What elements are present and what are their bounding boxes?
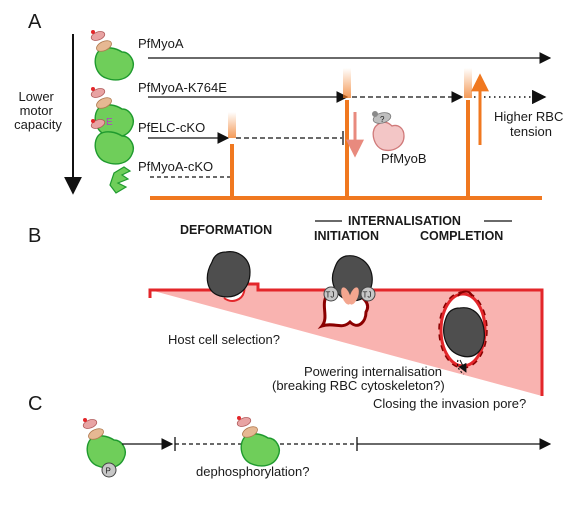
pfmyob-icon: ?: [372, 111, 405, 152]
deformation-heading: DEFORMATION: [180, 223, 272, 237]
y-axis-label: Lower motor capacity: [14, 89, 62, 132]
tight-junction-left-label: TJ: [326, 291, 335, 300]
internalisation-heading: INTERNALISATION: [348, 214, 461, 228]
pore-closing-arrow: [458, 359, 467, 373]
completion-glow: [464, 68, 472, 98]
row-label-pfmyoa-k764e: PfMyoA-K764E: [138, 80, 227, 95]
completion-heading: COMPLETION: [420, 229, 503, 243]
tight-junction-right-label: TJ: [363, 291, 372, 300]
initiation-rhoptry-right: [349, 287, 359, 305]
row-label-pfelc-cko: PfELC-cKO: [138, 120, 205, 135]
pfmyoa-k764e-myosin-icon: E: [89, 86, 134, 138]
invasion-pore-top: [457, 290, 473, 297]
tight-junction-right-icon: [360, 286, 376, 302]
closing-pore-caption: Closing the invasion pore?: [373, 396, 526, 411]
pfelc-cko-myosin-icon: [90, 119, 134, 165]
completion-parasite: [443, 307, 485, 358]
pfmyoa-cko-fragment-icon: [109, 166, 132, 194]
pfmyob-badge: ?: [380, 115, 385, 124]
phospho-badge-label: P: [106, 467, 111, 476]
phospho-badge-icon: [101, 462, 117, 478]
row-label-pfmyoa: PfMyoA: [138, 36, 184, 51]
row-label-pfmyoa-cko: PfMyoA-cKO: [138, 159, 213, 174]
deformation-glow: [228, 112, 236, 138]
powering-internalisation-caption: Powering internalisation: [304, 364, 442, 379]
initiation-heading: INITIATION: [314, 229, 379, 243]
dephosphorylation-caption: dephosphorylation?: [196, 464, 309, 479]
mutation-mark: E: [106, 117, 113, 128]
rbc-tension-label: Higher RBC tension: [494, 109, 567, 139]
host-cell-selection-caption: Host cell selection?: [168, 332, 280, 347]
deformation-parasite: [206, 251, 251, 298]
tight-junction-left-icon: [323, 286, 339, 302]
panel-a-label: A: [28, 11, 42, 33]
initiation-glow: [343, 68, 351, 98]
phosphorylated-myosin-icon: [81, 417, 126, 469]
initiation-rhoptry-left: [341, 287, 351, 305]
panel-c-label: C: [28, 393, 42, 415]
dephosphorylated-myosin-icon: [235, 415, 280, 467]
breaking-cytoskeleton-caption: (breaking RBC cytoskeleton?): [272, 378, 445, 393]
pfmyob-label: PfMyoB: [381, 151, 427, 166]
pfmyoa-myosin-icon: [89, 29, 134, 81]
panel-b-label: B: [28, 225, 41, 247]
